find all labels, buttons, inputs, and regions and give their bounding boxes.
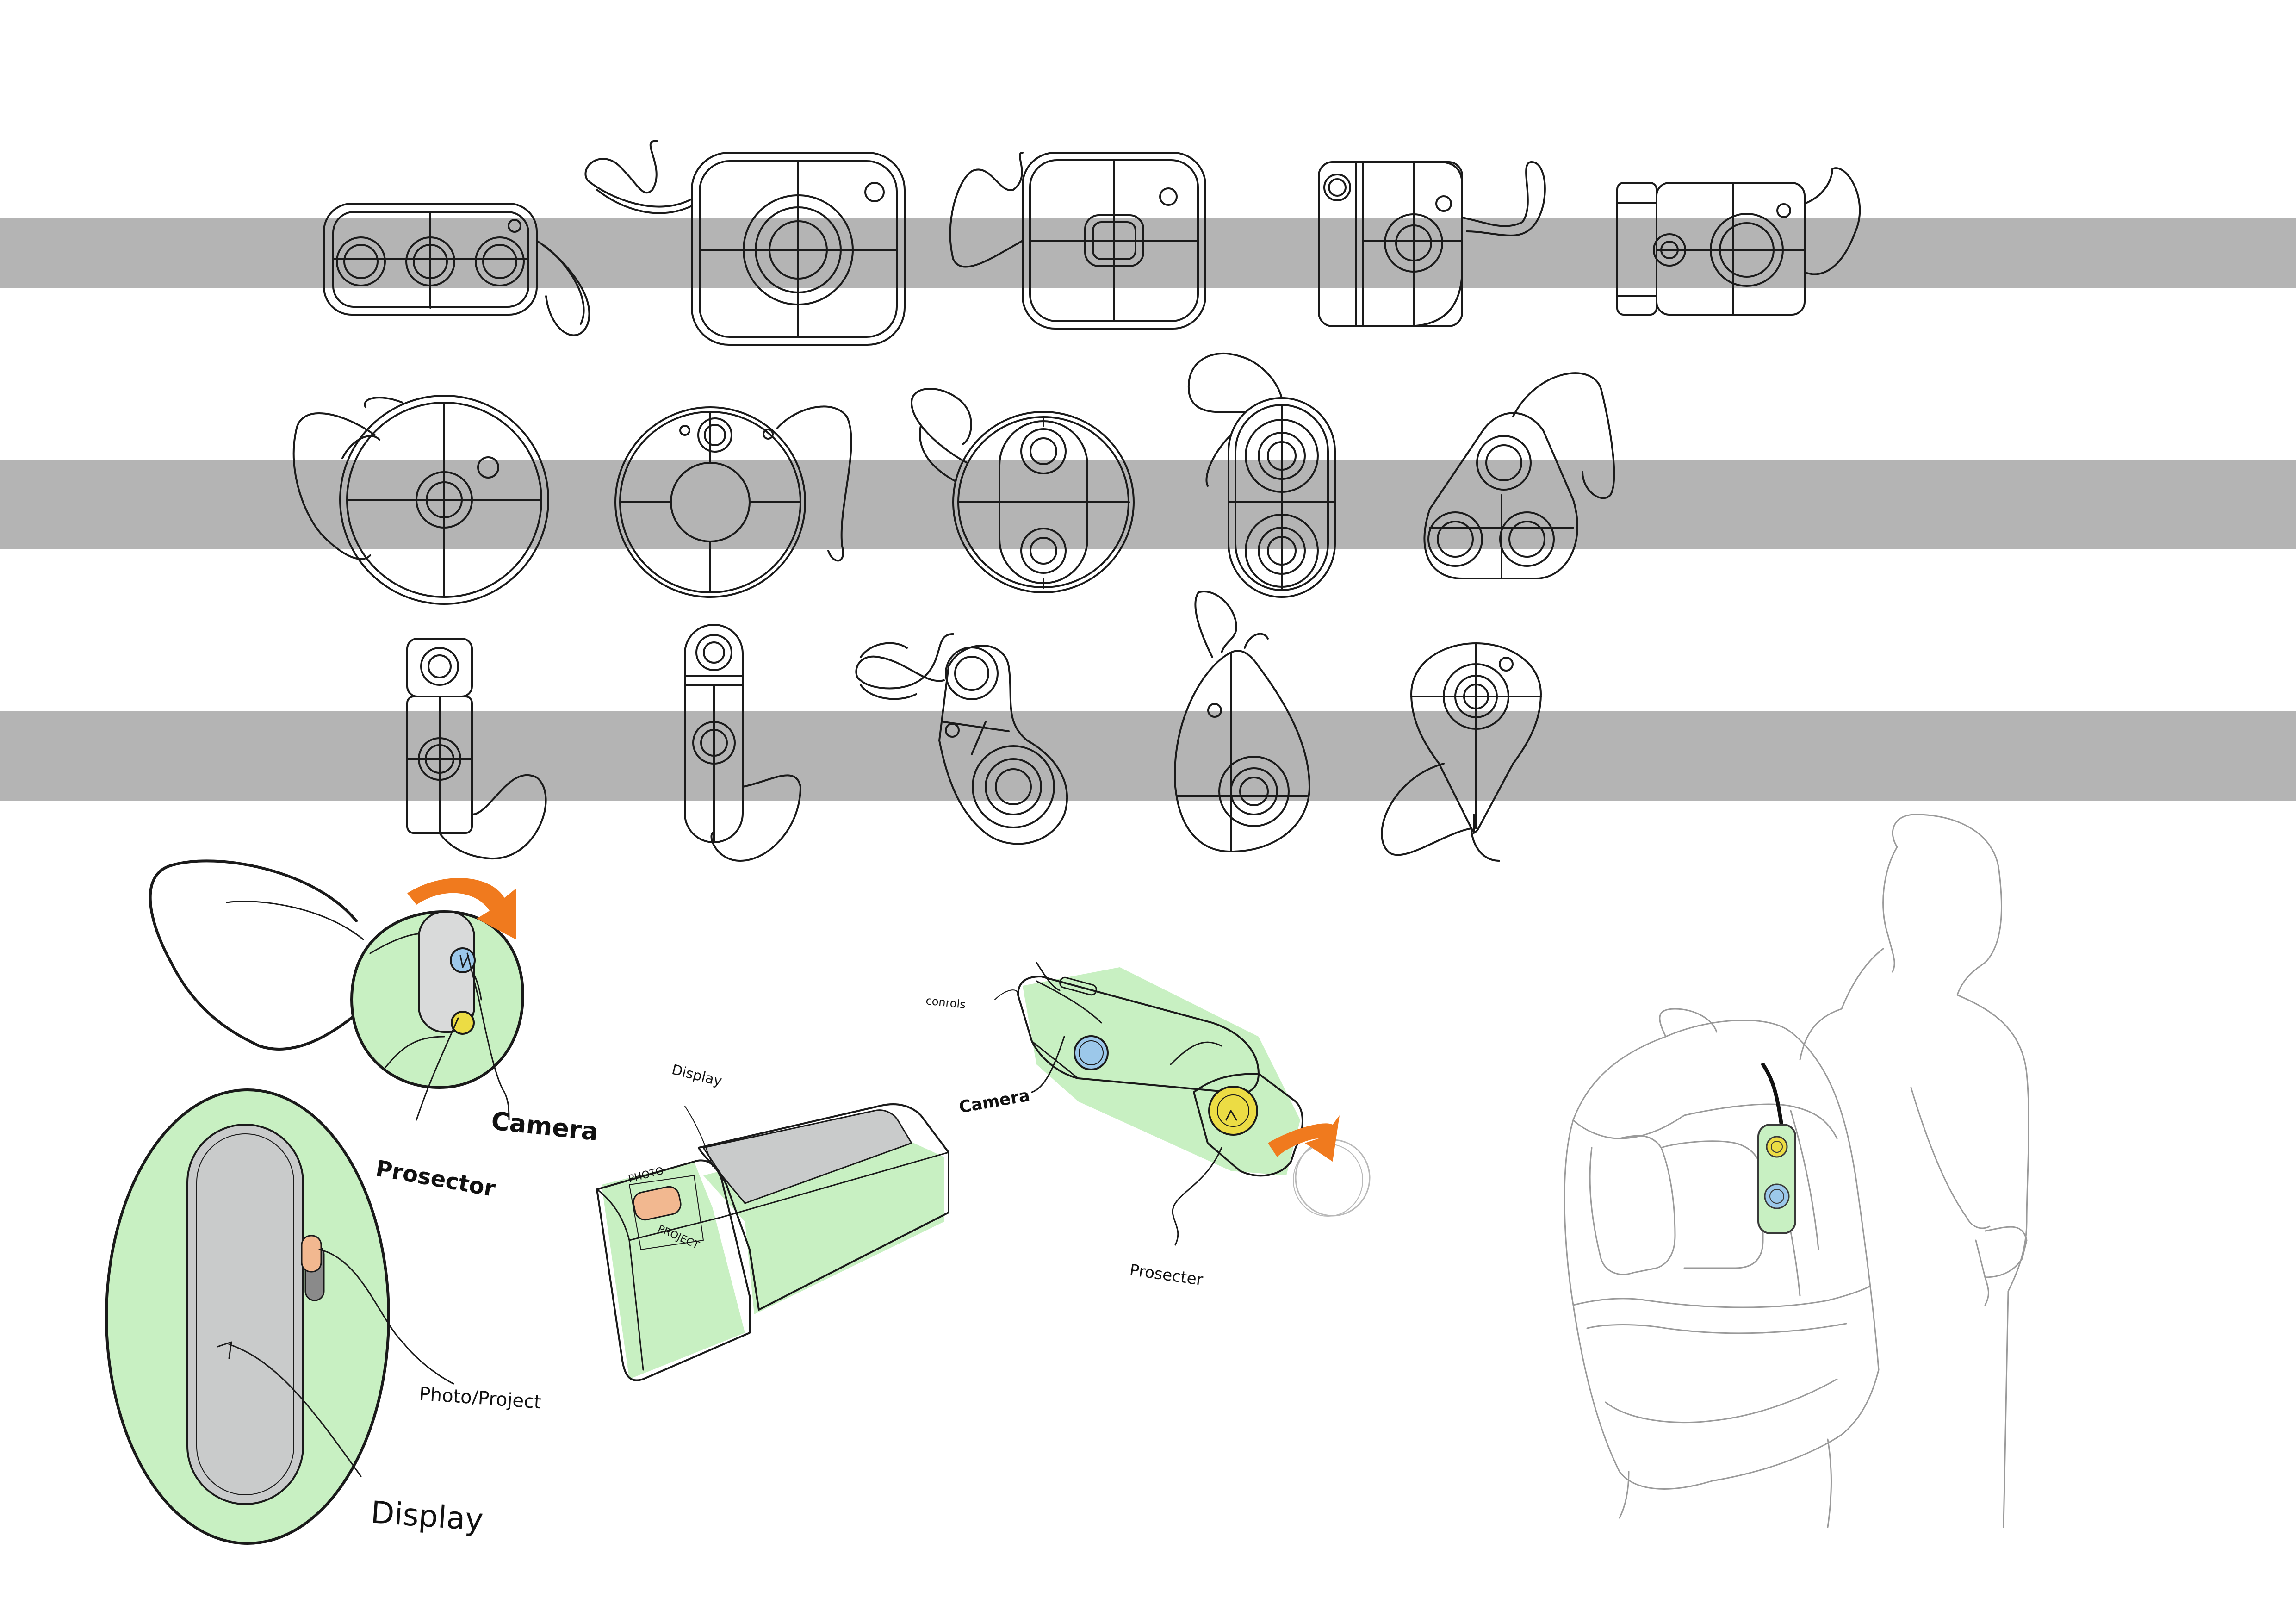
strap-band-row-3 — [0, 711, 2296, 801]
oval-display-screen — [186, 1124, 304, 1505]
pendant-on-backpack — [1757, 1063, 1796, 1234]
pendant-blue-button — [1764, 1183, 1790, 1209]
oval-photo-project-switch — [301, 1235, 322, 1273]
concept-row-2-2-ring-donut — [614, 405, 852, 598]
label-bar-camera: Camera — [957, 1086, 1031, 1117]
rotate-arrow-bar — [1268, 1115, 1340, 1162]
concept-row-1-2-large-square — [584, 140, 906, 346]
concept-row-3-1-tall-bar — [406, 638, 547, 860]
concept-row-2-1-round-strap-loop — [292, 395, 549, 605]
person-backpack-scene — [1564, 814, 2029, 1528]
concept-row-1-3-square-small-lens — [949, 152, 1206, 330]
label-bar-controls: conrols — [925, 994, 966, 1011]
bar-projector-lens — [1208, 1086, 1258, 1136]
concept-row-2-4-vertical-capsule — [1187, 352, 1336, 598]
concept-row-2-5-triangle-triple — [1423, 372, 1615, 579]
pendant-yellow-button — [1766, 1136, 1788, 1158]
concept-row-3-3-hook-shape — [855, 633, 1068, 845]
flat-display-screen — [702, 1109, 912, 1204]
wearable-lanyard-concept — [149, 859, 524, 1121]
bar-projector-device — [994, 962, 1371, 1246]
label-flat-display: Display — [670, 1062, 724, 1090]
concept-row-3-4-teardrop — [1174, 591, 1310, 852]
concept-row-1-1-triple-lens — [323, 203, 590, 336]
strap-band-row-1 — [0, 218, 2296, 288]
concept-row-1-5-wide-block — [1616, 167, 1861, 316]
label-oval-photo-project: Photo/Project — [418, 1383, 542, 1413]
label-bar-projector: Prosecter — [1129, 1261, 1204, 1289]
concept-row-3-2-slim-pill — [684, 624, 801, 862]
concept-row-2-3-round-dual-lens — [911, 388, 1135, 593]
rotate-arrow — [407, 878, 516, 939]
label-oval-display: Display — [370, 1494, 484, 1538]
concept-row-3-5-drop-pendant — [1381, 642, 1542, 862]
label-wearable-camera: Camera — [490, 1106, 600, 1146]
concept-row-1-4-side-grip-square — [1318, 161, 1546, 327]
label-wearable-projector: Prosector — [374, 1156, 497, 1202]
strap-bands — [0, 218, 2296, 801]
flat-photo-project-switch — [633, 1186, 682, 1221]
flat-display-device — [596, 1103, 949, 1381]
oval-display-device — [105, 1088, 454, 1545]
strap-band-row-2 — [0, 460, 2296, 549]
wearable-camera-button — [450, 947, 476, 973]
wearable-projector-button — [451, 1011, 475, 1035]
